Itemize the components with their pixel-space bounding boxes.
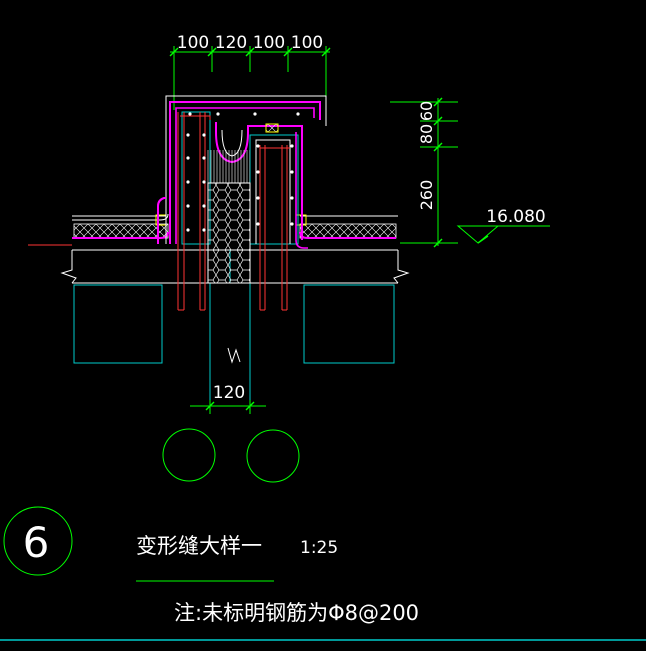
dim-right-1: 60 (417, 101, 436, 121)
elevation-label: 16.080 (486, 207, 545, 227)
detail-number: 6 (23, 518, 50, 567)
right-dimension: 60 80 260 (390, 97, 458, 248)
elevation-mark: 16.080 (456, 207, 550, 244)
dim-right-2: 80 (417, 124, 436, 144)
joint-dimension: 120 (162, 383, 300, 483)
dim-joint-width: 120 (213, 383, 245, 403)
top-dimension: 100 120 100 100 (169, 33, 331, 110)
dim-top-1: 100 (177, 33, 209, 53)
roof-layers (28, 213, 398, 246)
dim-top-3: 100 (253, 33, 285, 53)
title-block: 6 变形缝大样一 1:25 注:未标明钢筋为Φ8@200 (3, 506, 419, 625)
dim-top-2: 120 (215, 33, 247, 53)
rebars (177, 112, 300, 311)
detail-title: 变形缝大样一 (136, 534, 262, 558)
dim-right-3: 260 (417, 180, 436, 211)
dim-top-4: 100 (291, 33, 323, 53)
note-text: 注:未标明钢筋为Φ8@200 (174, 601, 419, 625)
detail-scale: 1:25 (300, 538, 338, 558)
joint-curbs (157, 95, 327, 284)
